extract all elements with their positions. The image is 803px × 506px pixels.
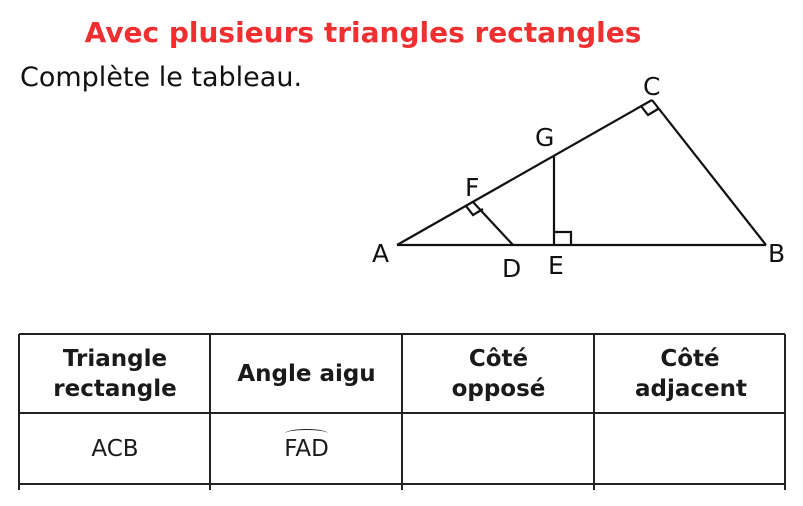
- header-cote-oppose: Côté opposé: [403, 335, 594, 413]
- instruction-text: Complète le tableau.: [20, 62, 303, 93]
- header-triangle-rectangle: Triangle rectangle: [20, 335, 210, 413]
- point-label-g: G: [535, 123, 554, 152]
- point-label-e: E: [548, 251, 564, 280]
- point-label-d: D: [502, 254, 521, 283]
- segment-ac: [396, 99, 653, 246]
- segment-fd: [472, 201, 514, 246]
- table-grid: [18, 333, 786, 490]
- header-cote-adjacent: Côté adjacent: [595, 335, 785, 413]
- segment-cb: [651, 99, 767, 246]
- cell-angle: FAD: [211, 414, 402, 484]
- right-angle-e: [554, 230, 573, 245]
- right-angle-c: [640, 105, 659, 117]
- header-label: Angle aigu: [237, 361, 376, 387]
- header-label: Côté adjacent: [635, 346, 747, 402]
- cell-value: ACB: [91, 436, 139, 462]
- cell-cote-adjacent-input[interactable]: [595, 414, 785, 484]
- point-label-b: B: [768, 239, 785, 268]
- angle-value: FAD: [284, 429, 329, 462]
- header-label: Côté opposé: [451, 346, 546, 402]
- point-label-c: C: [643, 72, 660, 101]
- right-angle-f: [465, 205, 484, 217]
- point-label-a: A: [372, 239, 389, 268]
- cell-triangle: ACB: [20, 414, 210, 484]
- header-label: Triangle rectangle: [53, 346, 177, 402]
- header-angle-aigu: Angle aigu: [211, 335, 402, 413]
- worksheet-title: Avec plusieurs triangles rectangles: [84, 16, 642, 49]
- cell-cote-oppose-input[interactable]: [403, 414, 594, 484]
- point-label-f: F: [465, 173, 479, 202]
